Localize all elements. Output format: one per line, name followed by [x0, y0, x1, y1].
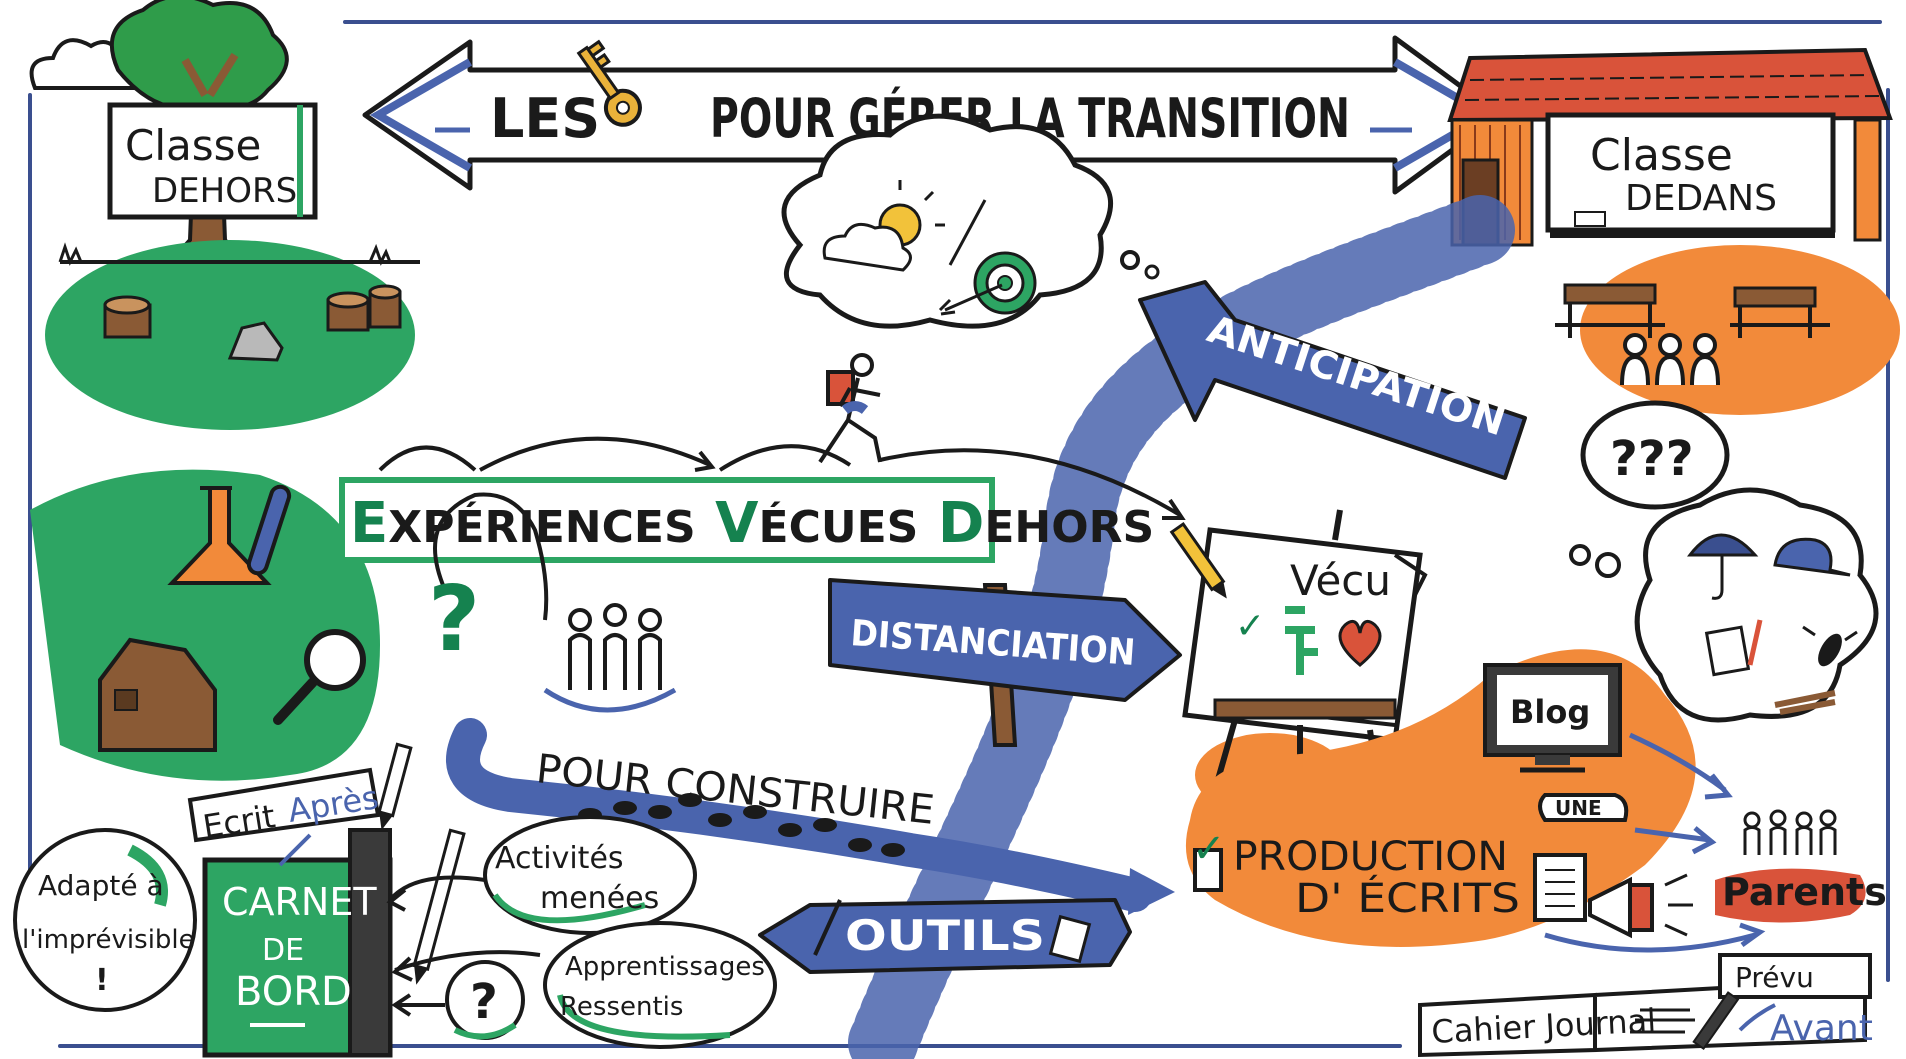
experiences-word3: EHORS [984, 502, 1154, 553]
rock-icon [227, 321, 284, 362]
apprentissages-bubble [543, 921, 777, 1049]
flow-arcs [378, 436, 1186, 520]
blog-label: Blog [1510, 693, 1590, 731]
adapte-bubble [13, 828, 197, 1012]
classe-dehors-sign [107, 102, 318, 220]
stumps-icon [326, 284, 402, 332]
pen-icon [377, 742, 413, 831]
stump-icon [103, 295, 152, 339]
question-bubble-mark: ? [470, 974, 498, 1030]
desk-icon-2 [1730, 286, 1830, 338]
grass-ground [45, 240, 415, 430]
carnet-line1: CARNET [222, 880, 377, 924]
parents-arrows [1544, 732, 1766, 953]
prevu-card [1718, 953, 1872, 999]
notebook-icon [1048, 914, 1092, 964]
activites-line1: Activités [495, 841, 624, 876]
target-icon [938, 251, 1037, 316]
distanciation-sign: DISTANCIATION [828, 578, 1182, 747]
classe-dedans-board [1545, 112, 1836, 233]
adapte-line1: Adapté à [38, 869, 164, 902]
parents-people-icon [1743, 809, 1837, 855]
desk-icon [1555, 283, 1665, 338]
outils-label: OUTILS [845, 911, 1045, 960]
heart-icon [1338, 619, 1382, 667]
experiences-initial-d: D [938, 491, 984, 556]
avant-label: Avant [1770, 1008, 1873, 1049]
roof-icon [1447, 47, 1893, 123]
classe-dehors: Classe DEHORS [29, 0, 420, 430]
cabin-icon [98, 637, 217, 752]
discussion-icon: ? [428, 492, 677, 713]
une-label: UNE [1555, 796, 1602, 820]
apprentissages-line1: Apprentissages [565, 952, 765, 982]
experiences-section: EXPÉRIENCES VÉCUES DEHORS ? [30, 469, 1154, 781]
classe-dedans-line1: Classe [1590, 130, 1733, 181]
apprentissages-line2: Ressentis [560, 992, 683, 1022]
ecrit-apres-card [187, 767, 381, 843]
questions-bubble [1580, 400, 1730, 510]
carnet-line2: DE [262, 933, 304, 968]
experiences-word2: ÉCUES [759, 500, 919, 553]
pencil-icon [1169, 521, 1227, 599]
production-check-box [1193, 848, 1223, 892]
sticks-icon [1774, 690, 1836, 715]
parents-label: Parents [1722, 870, 1887, 914]
experiences-initial-e: E [350, 491, 388, 556]
weather-target-cloud [781, 113, 1160, 329]
flask-icon [167, 486, 272, 585]
pen-icon-2 [1692, 991, 1740, 1050]
question-mark-icon: ? [428, 567, 480, 672]
ideas-bubble [1569, 487, 1879, 723]
carnet-connectors [386, 875, 541, 1017]
document-icon [1533, 853, 1587, 922]
experiences-banner [339, 477, 995, 563]
production-line2: D' ÉCRITS [1295, 874, 1520, 922]
adapte-line3: ! [95, 963, 109, 998]
classe-dedans-line2: DEDANS [1625, 178, 1777, 219]
newspaper-icon: UNE [1538, 793, 1629, 822]
pupils-icon [1620, 333, 1720, 386]
production-line1: PRODUCTION [1233, 834, 1508, 880]
experiences-title: EXPÉRIENCES VÉCUES DEHORS [350, 491, 1154, 556]
classe-dehors-line1: Classe [125, 121, 261, 170]
umbrella-icon [1686, 533, 1759, 600]
title-prefix: LES [490, 87, 600, 150]
vecu-label: Vécu [1290, 556, 1391, 605]
pencil-icon-2 [412, 828, 466, 985]
insect-icon [1802, 625, 1858, 667]
adapte-line2: l'imprévisible [22, 925, 195, 955]
outils-arrow: OUTILS [758, 898, 1132, 974]
production-check-icon: ✓ [1192, 826, 1226, 872]
classe-dehors-line2: DEHORS [152, 171, 297, 211]
key-icon [576, 39, 642, 127]
vecu-check-icon: ✓ [1235, 606, 1265, 647]
notepad-icon [1704, 619, 1763, 677]
pour-construire-arrow: POUR CONSTRUIRE [446, 718, 1175, 915]
prevu-label: Prévu [1735, 961, 1814, 994]
carnet-section: Adapté à l'imprévisible ! CARNET DE BORD… [13, 742, 777, 1058]
activites-line2: menées [540, 881, 659, 916]
classe-dedans: Classe DEDANS ??? [1447, 47, 1900, 510]
experiences-initial-v: V [715, 491, 759, 556]
runner-icon [818, 353, 882, 464]
question-marks: ??? [1610, 431, 1694, 487]
cahier-journal-section: Cahier Journal Prévu Avant [1418, 953, 1873, 1058]
sun-cloud-icon [822, 180, 945, 272]
carnet-line3: BORD [235, 969, 352, 1015]
vecu-list-icon [1285, 606, 1318, 675]
magnifier-icon [273, 629, 366, 725]
cap-icon [1773, 537, 1851, 577]
computer-icon [1483, 663, 1622, 773]
production-ecrits: ✓ PRODUCTION D' ÉCRITS Blog UNE [1185, 649, 1887, 953]
test-tube-icon [246, 484, 292, 576]
megaphone-icon [1588, 873, 1693, 939]
